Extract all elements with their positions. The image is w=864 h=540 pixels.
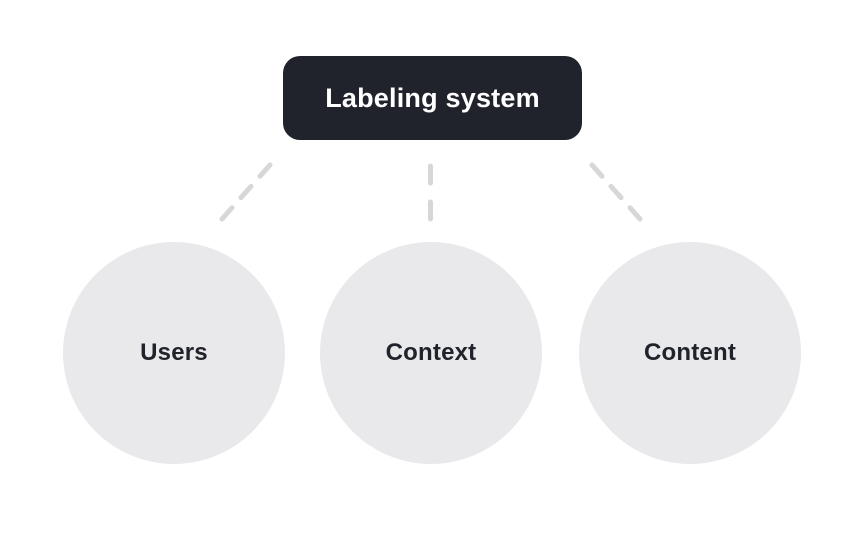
connector-root-to-content <box>589 162 643 222</box>
root-node-labeling-system: Labeling system <box>283 56 582 140</box>
connector-root-to-users <box>219 162 273 222</box>
node-context: Context <box>320 242 542 464</box>
node-content-label: Content <box>643 339 737 366</box>
node-users-label: Users <box>140 339 208 366</box>
node-users: Users <box>63 242 285 464</box>
node-context-label: Context <box>385 339 477 366</box>
root-node-label: Labeling system <box>325 82 540 113</box>
node-content: Content <box>579 242 801 464</box>
